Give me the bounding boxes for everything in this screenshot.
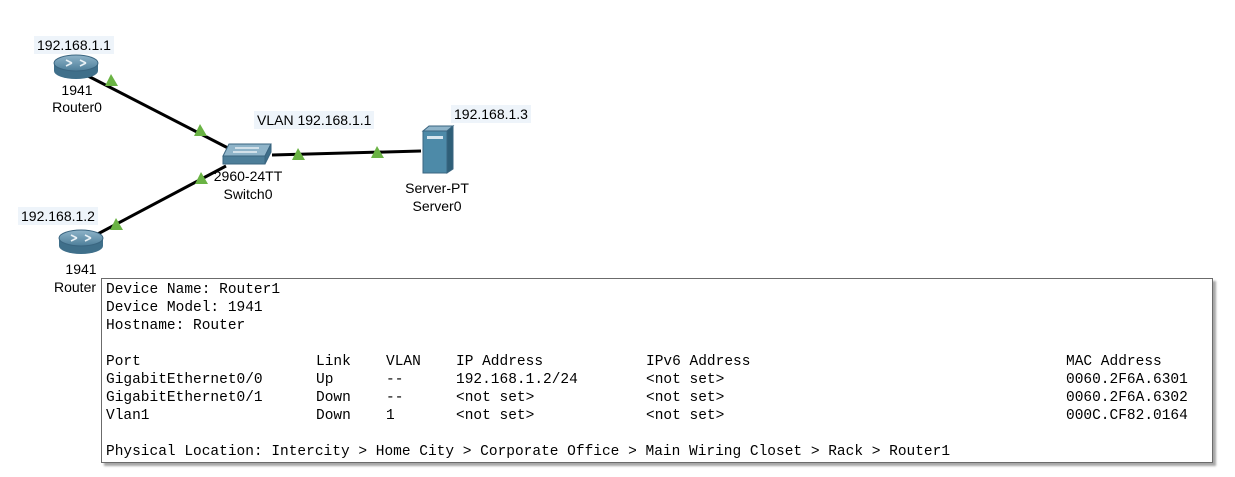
ip-column-header: IP Address: [456, 354, 544, 370]
server0-ip-label: 192.168.1.3: [451, 105, 531, 123]
ipv6-column-header: IPv6 Address: [646, 354, 751, 370]
ipv6-cell: <not set>: [646, 372, 725, 388]
link-up-indicator: [110, 218, 123, 230]
router1-ip-label: 192.168.1.2: [18, 207, 98, 225]
port-cell: GigabitEthernet0/0: [106, 372, 263, 388]
switch0-name-label: Switch0: [223, 186, 273, 202]
device-info-tooltip: Device Name: Router1 Device Model: 1941 …: [101, 278, 1213, 463]
mac-cell: 0060.2F6A.6302: [1066, 390, 1188, 406]
mac-column-header: MAC Address: [1066, 354, 1162, 370]
server0-model-label: Server-PT: [405, 180, 469, 196]
ipv6-cell: <not set>: [646, 390, 725, 406]
port-column-header: Port: [106, 354, 141, 370]
switch0-vlan-label: VLAN 192.168.1.1: [254, 111, 375, 129]
link-switch0-server0[interactable]: [271, 149, 422, 157]
tooltip-device-model: Device Model: 1941: [106, 300, 263, 316]
vlan-cell: --: [386, 390, 404, 406]
server0-icon[interactable]: [419, 125, 455, 175]
vlan-cell: 1: [386, 408, 395, 424]
vlan-cell: --: [386, 372, 404, 388]
link-up-indicator: [195, 172, 208, 184]
mac-cell: 000C.CF82.0164: [1066, 408, 1188, 424]
port-cell: Vlan1: [106, 408, 150, 424]
link-router0-switch0[interactable]: [87, 74, 229, 150]
link-cell: Up: [316, 372, 334, 388]
ip-cell: 192.168.1.2/24: [456, 372, 578, 388]
router0-ip-label: 192.168.1.1: [34, 36, 114, 54]
link-up-indicator: [105, 74, 118, 86]
switch0-icon[interactable]: [221, 142, 273, 168]
ip-cell: <not set>: [456, 408, 535, 424]
router1-icon[interactable]: [57, 229, 105, 255]
router0-model-label: 1941: [61, 82, 93, 98]
router1-name-label: Router: [54, 279, 97, 295]
server0-name-label: Server0: [412, 198, 462, 214]
router0-icon[interactable]: [52, 54, 100, 80]
link-cell: Down: [316, 390, 351, 406]
ip-cell: <not set>: [456, 390, 535, 406]
router1-model-label: 1941: [65, 261, 97, 277]
tooltip-physical-location: Physical Location: Intercity > Home City…: [106, 444, 951, 460]
router0-name-label: Router0: [52, 99, 102, 115]
vlan-column-header: VLAN: [386, 354, 421, 370]
ipv6-cell: <not set>: [646, 408, 725, 424]
switch0-model-label: 2960-24TT: [213, 168, 283, 184]
port-cell: GigabitEthernet0/1: [106, 390, 263, 406]
tooltip-hostname: Hostname: Router: [106, 318, 246, 334]
link-up-indicator: [194, 124, 207, 136]
link-up-indicator: [371, 146, 384, 158]
tooltip-device-name: Device Name: Router1: [106, 282, 281, 298]
link-cell: Down: [316, 408, 351, 424]
link-up-indicator: [292, 148, 305, 160]
mac-cell: 0060.2F6A.6301: [1066, 372, 1188, 388]
link-column-header: Link: [316, 354, 351, 370]
